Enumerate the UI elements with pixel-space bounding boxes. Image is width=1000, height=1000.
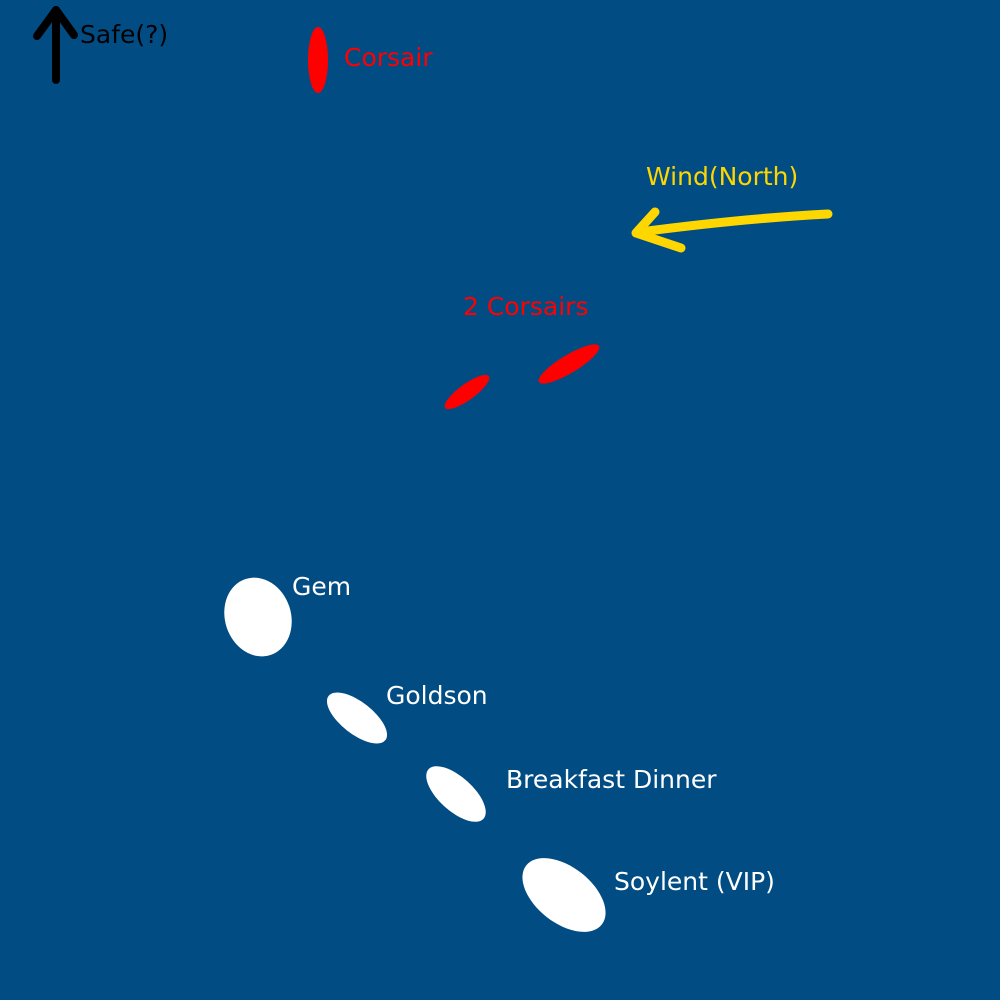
- ally-label-goldson: Goldson: [386, 681, 488, 710]
- ally-label-breakfast-dinner: Breakfast Dinner: [506, 765, 717, 794]
- corsair-ship-left: [444, 374, 490, 410]
- corsair-ship-right: [538, 344, 600, 384]
- arrow-up-icon: [33, 6, 78, 84]
- safe-arrow-head: [33, 6, 78, 40]
- ally-label-gem: Gem: [292, 572, 352, 601]
- ally-ship-goldson: [326, 692, 388, 744]
- wind-arrow-head: [631, 207, 686, 253]
- wind-arrow-shaft: [635, 209, 833, 237]
- corsair-ship: [308, 27, 328, 93]
- corsair-label: Corsair: [344, 43, 433, 72]
- wind-label: Wind(North): [646, 162, 799, 191]
- ally-ship-breakfast-dinner: [426, 766, 486, 822]
- arrow-left-icon: [631, 207, 833, 253]
- ally-label-soylent: Soylent (VIP): [614, 867, 775, 896]
- safe-label: Safe(?): [80, 20, 169, 49]
- two-corsairs-label: 2 Corsairs: [463, 292, 589, 321]
- ally-ship-soylent: [522, 858, 606, 932]
- ally-ship-gem: [224, 577, 292, 657]
